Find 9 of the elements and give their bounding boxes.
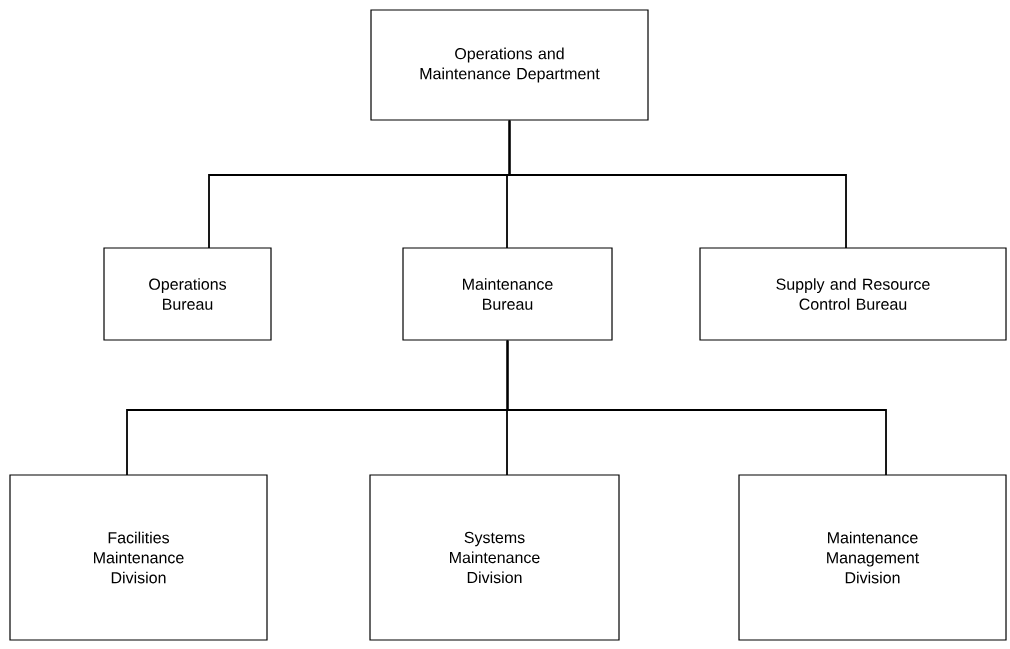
- connector-line: [508, 119, 847, 249]
- org-box: Supply and Resource Control Bureau: [699, 247, 1007, 341]
- org-box: Maintenance Bureau: [402, 247, 613, 341]
- org-box: Systems Maintenance Division: [369, 474, 620, 641]
- org-box: Facilities Maintenance Division: [9, 474, 268, 641]
- connector-line: [506, 339, 887, 476]
- org-box: Operations and Maintenance Department: [370, 9, 649, 121]
- org-box: Operations Bureau: [103, 247, 272, 341]
- org-box: Maintenance Management Division: [738, 474, 1007, 641]
